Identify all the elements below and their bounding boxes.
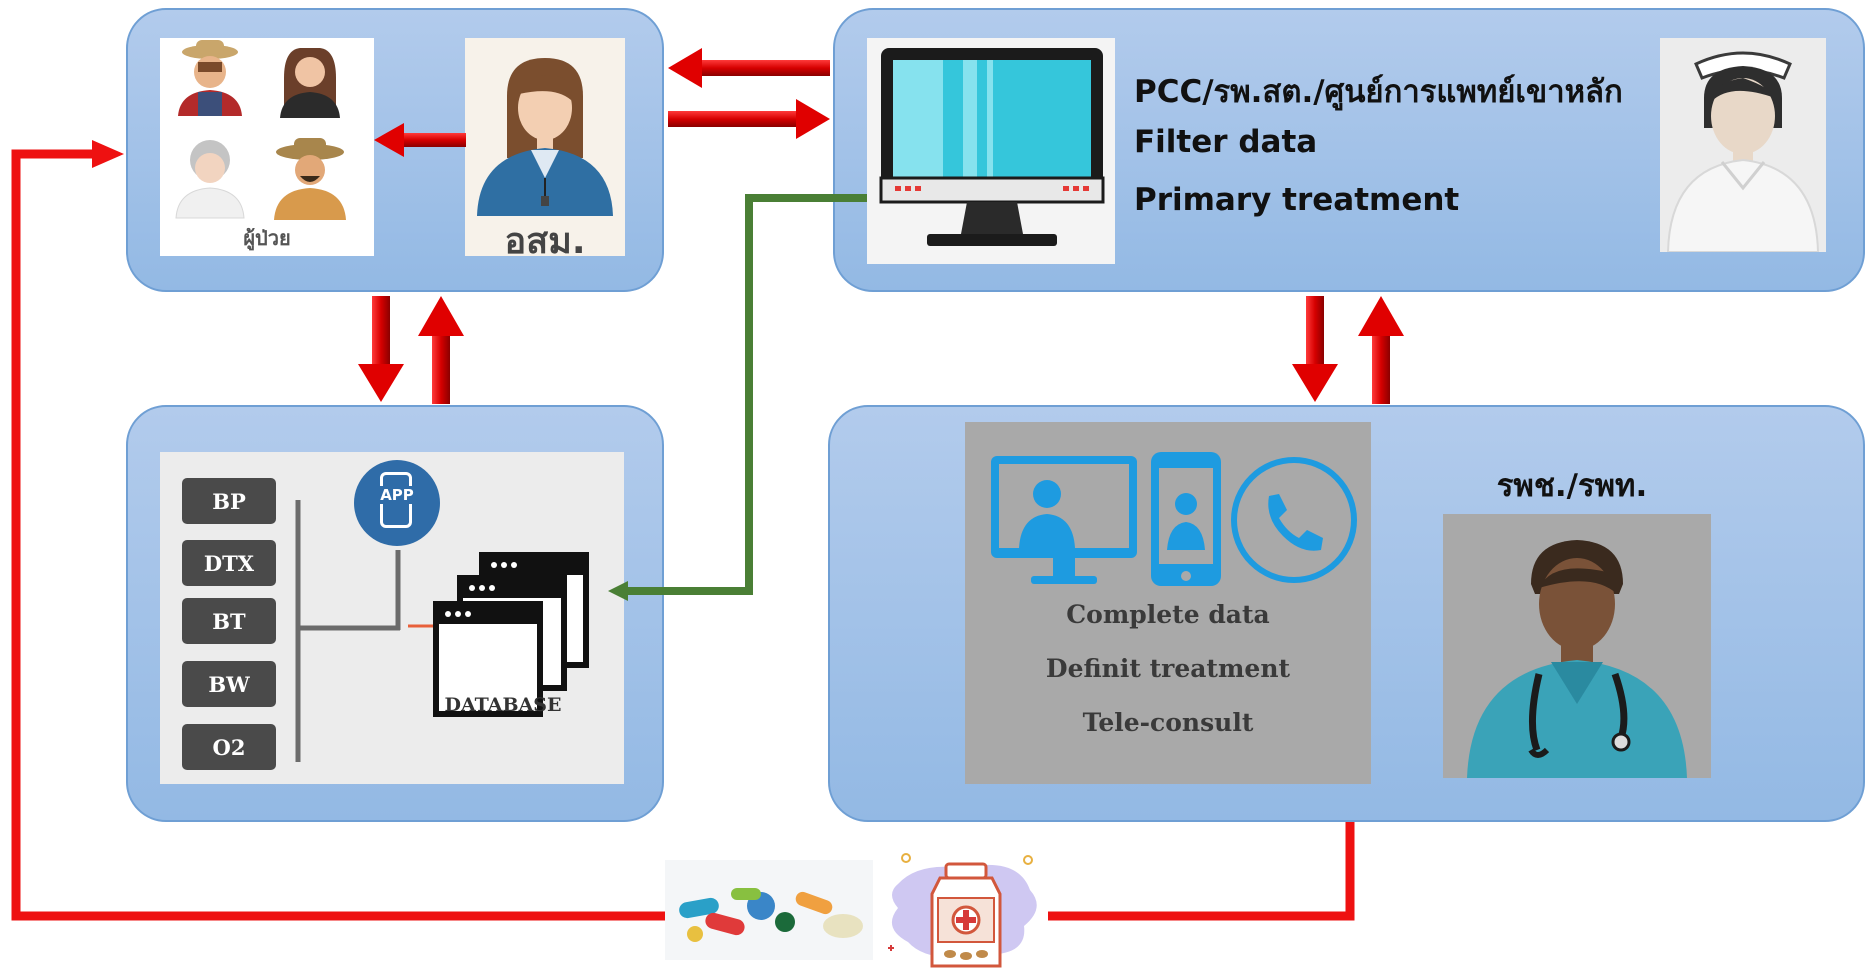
pills-icon — [679, 888, 863, 942]
database-to-vhv-arrow — [418, 296, 464, 404]
primary-treatment-text: Primary treatment — [1134, 182, 1460, 218]
pcc-to-vhv-arrow — [668, 48, 830, 88]
vhv-caption: อสม. — [504, 221, 586, 262]
pills-image — [665, 860, 873, 960]
nurse-avatar-icon — [1666, 51, 1820, 252]
hospital-title: รพช./รพท. — [1496, 468, 1648, 504]
phone-call-icon — [1231, 457, 1357, 583]
mobile-doctor-icon — [1151, 452, 1221, 586]
definit-treatment-text: Definit treatment — [1045, 654, 1291, 683]
loop-arrowhead — [92, 140, 124, 168]
doctor-image — [1443, 514, 1711, 778]
video-call-icon — [991, 456, 1137, 584]
medicine-bottle-image — [878, 838, 1048, 969]
pcc-title: PCC/รพ.สต./ศูนย์การแพทย์เขาหลัก — [1134, 74, 1623, 110]
tele-consult-text: Tele-consult — [1082, 708, 1254, 737]
vhv-image: อสม. — [465, 38, 625, 262]
medicine-bottle-icon — [888, 853, 1037, 968]
database-windows-icon — [433, 552, 589, 717]
database-label: DATABASE — [444, 694, 562, 716]
telehealth-image: Complete data Definit treatment Tele-con… — [965, 422, 1371, 784]
vhv-to-pcc-arrow — [668, 99, 830, 139]
hospital-to-pcc-arrow — [1358, 296, 1404, 404]
computer-monitor-image — [867, 38, 1115, 264]
farmer-icon — [178, 40, 242, 116]
complete-data-text: Complete data — [1066, 600, 1270, 629]
database-diagram-image: BP DTX BT BW O2 APP DATABASE — [160, 452, 624, 784]
farmer-hat-icon — [274, 138, 346, 220]
filter-data-text: Filter data — [1134, 124, 1318, 160]
patients-caption: ผู้ป่วย — [243, 226, 291, 250]
pcc-to-hospital-arrow — [1292, 296, 1338, 402]
vhv-to-database-arrow — [358, 296, 404, 402]
medicine-return-loop — [1048, 822, 1355, 921]
elderly-woman-icon — [175, 140, 245, 219]
nurse-image — [1660, 38, 1826, 252]
woman-icon — [280, 48, 340, 118]
doctor-avatar-icon — [1467, 540, 1687, 778]
telehealth-icons — [991, 452, 1357, 586]
computer-monitor-icon — [879, 48, 1105, 246]
patients-image: ผู้ป่วย — [160, 38, 374, 256]
